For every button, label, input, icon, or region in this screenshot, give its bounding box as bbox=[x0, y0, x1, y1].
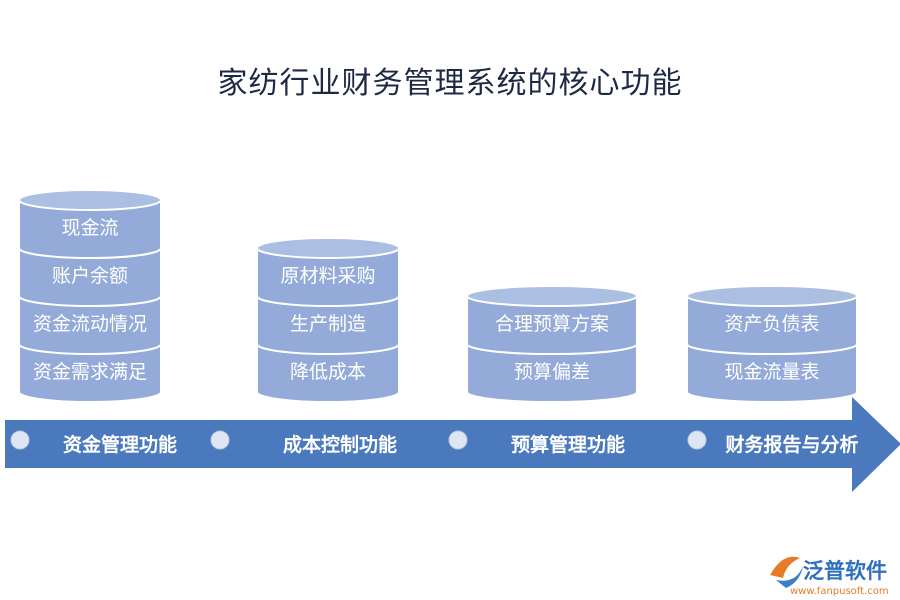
arrow-dot bbox=[687, 430, 707, 450]
stack-3: 预算偏差 合理预算方案 bbox=[466, 285, 638, 403]
layer-label: 降低成本 bbox=[290, 361, 366, 383]
cylinder-layer: 资金流动情况 bbox=[18, 285, 162, 355]
arrow-dot bbox=[448, 430, 468, 450]
layer-label: 生产制造 bbox=[290, 313, 366, 335]
cylinder-layer: 合理预算方案 bbox=[466, 285, 638, 355]
layer-label: 资金需求满足 bbox=[33, 361, 147, 383]
layer-label: 资金流动情况 bbox=[33, 313, 147, 335]
layer-label: 现金流 bbox=[61, 217, 118, 239]
arrow-dot bbox=[10, 430, 30, 450]
brand-name: 泛普软件 bbox=[803, 559, 887, 583]
arrow-dot bbox=[210, 430, 230, 450]
layer-label: 预算偏差 bbox=[514, 361, 590, 383]
function-label: 成本控制功能 bbox=[283, 433, 397, 456]
diagram-title: 家纺行业财务管理系统的核心功能 bbox=[217, 66, 683, 101]
function-labels: 资金管理功能 成本控制功能 预算管理功能 财务报告与分析 bbox=[10, 430, 859, 456]
layer-label: 合理预算方案 bbox=[495, 313, 609, 335]
cylinder-layer: 原材料采购 bbox=[256, 237, 400, 307]
layer-label: 现金流量表 bbox=[724, 361, 819, 383]
brand-url: www.fanpusoft.com bbox=[790, 586, 889, 597]
stack-2: 降低成本 生产制造 原材料采购 bbox=[256, 237, 400, 403]
cylinder-layer: 现金流 bbox=[18, 189, 162, 259]
function-label: 预算管理功能 bbox=[511, 433, 625, 456]
function-label: 财务报告与分析 bbox=[725, 433, 858, 456]
watermark: 泛普软件 www.fanpusoft.com bbox=[770, 556, 889, 597]
cylinder-layer: 资产负债表 bbox=[686, 285, 858, 355]
logo-icon bbox=[770, 556, 803, 588]
layer-label: 资产负债表 bbox=[724, 313, 819, 335]
layer-label: 原材料采购 bbox=[280, 265, 375, 287]
stack-4: 现金流量表 资产负债表 bbox=[686, 285, 858, 403]
layer-label: 账户余额 bbox=[52, 265, 128, 287]
function-label: 资金管理功能 bbox=[63, 433, 177, 456]
